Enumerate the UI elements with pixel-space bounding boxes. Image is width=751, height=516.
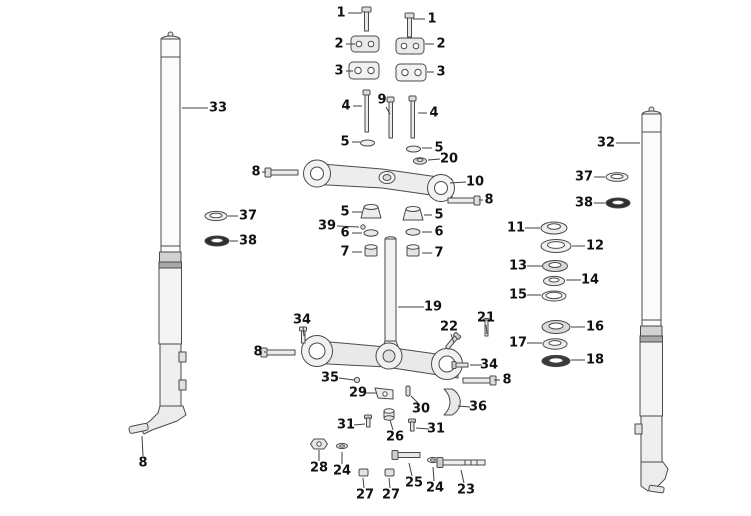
left-fork-leg: [128, 31, 187, 435]
screw-31-left: [364, 414, 372, 428]
riser-clamp-2-left: [350, 35, 380, 53]
screw-35: [353, 376, 361, 384]
clip-39: [360, 224, 366, 230]
bolt-34-right: [451, 361, 469, 369]
seal-18: [541, 354, 571, 368]
pinch-bolt-8-upper-right: [447, 195, 481, 206]
screw-22: [445, 331, 462, 350]
bracket-29: [374, 387, 394, 400]
screw-31-right: [408, 418, 416, 432]
pinch-bolt-8-lower-left: [260, 347, 296, 358]
race-17: [542, 338, 568, 350]
bolt-9-center: [386, 96, 395, 139]
washer-6-left: [363, 229, 379, 237]
cone-5-right: [402, 206, 424, 221]
riser-base-3-left: [348, 61, 380, 80]
nut-7-left: [364, 244, 378, 257]
upper-triple-clamp-10: [303, 159, 455, 202]
lower-triple-clamp: [301, 335, 463, 380]
riser-base-3-right: [395, 63, 427, 82]
ring-15: [541, 290, 567, 302]
bolt-25: [391, 450, 421, 460]
oil-seal-38-right: [605, 197, 631, 209]
washer-24-left: [336, 442, 348, 450]
nut-28: [310, 438, 328, 450]
stem-nut-11: [540, 221, 568, 235]
nut-27-right: [384, 468, 395, 477]
bearing-16: [541, 320, 571, 334]
steering-bearing-stack: [540, 221, 572, 368]
oil-seal-38-left: [204, 235, 230, 247]
riser-clamp-2-right: [395, 37, 425, 55]
washer-5-top-left: [360, 139, 375, 147]
bolt-1-right: [404, 12, 415, 38]
nut-27-left: [358, 468, 369, 477]
washer-5-top-right: [406, 145, 421, 153]
axle-bolt-23: [436, 457, 486, 468]
dust-seal-37-right: [605, 172, 629, 182]
right-fork-leg: [634, 106, 669, 494]
bracket-36: [443, 388, 461, 416]
bolt-4-left: [362, 89, 371, 133]
cone-5-left: [360, 204, 382, 219]
pin-30: [405, 385, 411, 397]
steering-stem-19: [379, 236, 402, 355]
dust-cover-12: [540, 239, 572, 253]
bearing-13: [542, 260, 568, 272]
dust-seal-37-left: [204, 210, 228, 222]
bolt-1-left: [361, 6, 372, 32]
bolt-4-right: [408, 95, 417, 139]
leader-lines: [141, 12, 640, 489]
nut-7-right: [406, 244, 420, 257]
race-14: [543, 275, 565, 287]
pinch-bolt-8-upper-left: [264, 167, 299, 178]
spacer-26: [383, 408, 395, 421]
pinch-bolt-8-lower-right: [462, 375, 497, 386]
nut-20: [413, 157, 427, 165]
washer-6-right: [405, 228, 421, 236]
